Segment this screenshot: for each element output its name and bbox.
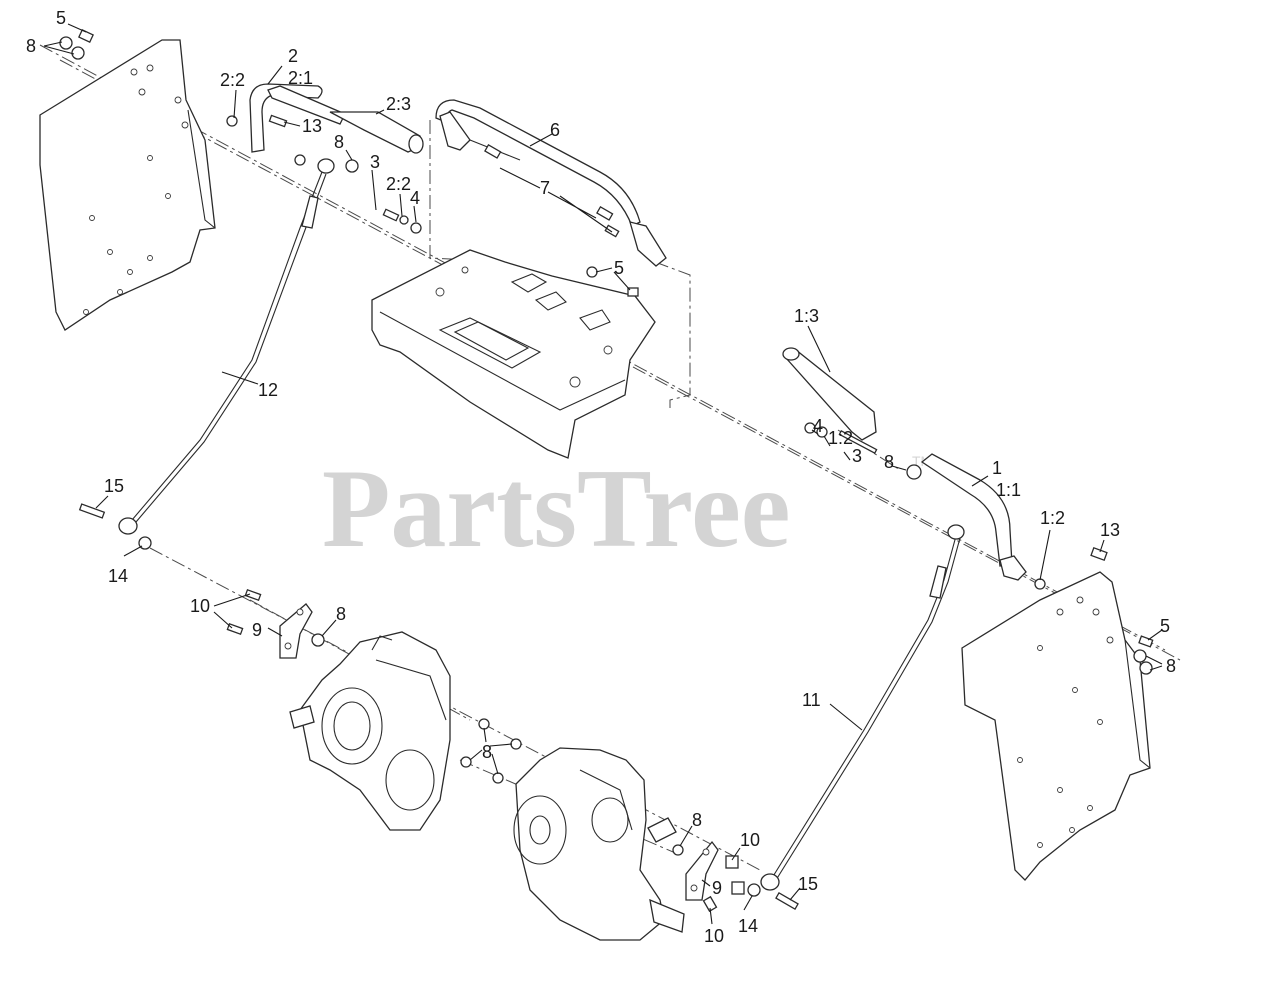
callout-7: 7 (540, 178, 550, 198)
callout-2-3: 2:3 (386, 94, 411, 114)
callout-10: 10 (740, 830, 760, 850)
callout-8: 8 (692, 810, 702, 830)
callout-10: 10 (190, 596, 210, 616)
callout-5: 5 (56, 8, 66, 28)
right-lever-grip (782, 347, 877, 441)
callout-15: 15 (798, 874, 818, 894)
callout-3: 3 (852, 446, 862, 466)
callout-6: 6 (550, 120, 560, 140)
callout-leader-lines (43, 23, 1163, 925)
callout-1-1: 1:1 (996, 480, 1021, 500)
callout-2-1: 2:1 (288, 68, 313, 88)
hardware-fasteners (59, 28, 1154, 913)
callout-13: 13 (302, 116, 322, 136)
left-control-rod (118, 158, 335, 535)
callout-2: 2 (288, 46, 298, 66)
callout-1-2: 1:2 (1040, 508, 1065, 528)
callout-15: 15 (104, 476, 124, 496)
callout-5: 5 (614, 258, 624, 278)
callout-4: 4 (813, 416, 823, 436)
callout-11: 11 (802, 690, 821, 710)
callout-5: 5 (1160, 616, 1170, 636)
callout-12: 12 (258, 380, 278, 400)
right-control-rod (760, 524, 965, 891)
callout-4: 4 (410, 188, 420, 208)
callout-9: 9 (712, 878, 722, 898)
callout-8: 8 (1166, 656, 1176, 676)
right-side-plate (961, 571, 1151, 881)
center-console (371, 249, 656, 459)
callout-14: 14 (738, 916, 758, 936)
watermark-text: PartsTree (322, 447, 791, 571)
right-bracket (685, 840, 719, 901)
callout-13: 13 (1100, 520, 1120, 540)
left-bracket (279, 603, 313, 659)
callout-8: 8 (26, 36, 36, 56)
callout-labels: 5 8 2 2:1 2:2 2:3 13 8 3 2:2 4 6 7 5 1:3… (26, 8, 1176, 946)
callout-1: 1 (992, 458, 1002, 478)
left-transmission (289, 631, 451, 831)
callout-10: 10 (704, 926, 724, 946)
callout-8: 8 (884, 452, 894, 472)
callout-9: 9 (252, 620, 262, 640)
callout-1-2: 1:2 (828, 428, 853, 448)
callout-1-3: 1:3 (794, 306, 819, 326)
callout-8: 8 (482, 742, 492, 762)
callout-3: 3 (370, 152, 380, 172)
callout-2-2: 2:2 (386, 174, 411, 194)
callout-8: 8 (334, 132, 344, 152)
callout-8: 8 (336, 604, 346, 624)
right-control-lever (920, 453, 1027, 581)
callout-2-2: 2:2 (220, 70, 245, 90)
left-control-lever (249, 83, 424, 154)
right-transmission (513, 747, 685, 941)
left-side-plate (39, 39, 216, 331)
callout-14: 14 (108, 566, 128, 586)
